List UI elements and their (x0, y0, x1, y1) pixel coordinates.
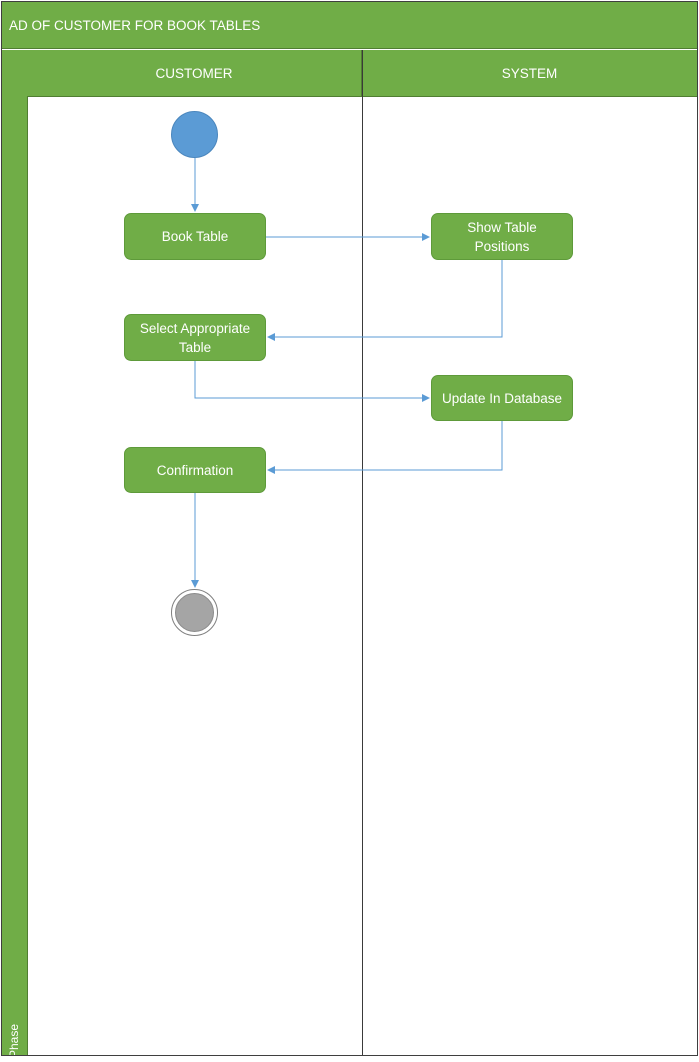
end-node (171, 589, 218, 636)
lane-header-system: SYSTEM (362, 50, 697, 97)
connector-show-to-select (267, 260, 503, 341)
connector-update-to-confirmation (267, 421, 503, 474)
node-show-table-positions: Show Table Positions (431, 213, 573, 260)
node-update-in-database: Update In Database (431, 375, 573, 421)
diagram-title: AD OF CUSTOMER FOR BOOK TABLES (2, 2, 697, 49)
end-node-core (175, 593, 214, 632)
node-book-table: Book Table (124, 213, 266, 260)
start-node (171, 111, 218, 158)
connector-select-to-update (194, 361, 430, 402)
node-confirmation: Confirmation (124, 447, 266, 493)
node-select-appropriate-table: Select Appropriate Table (124, 314, 266, 361)
lane-header-customer: CUSTOMER (27, 50, 362, 97)
phase-strip (2, 50, 28, 1056)
lane-divider (362, 50, 363, 1056)
